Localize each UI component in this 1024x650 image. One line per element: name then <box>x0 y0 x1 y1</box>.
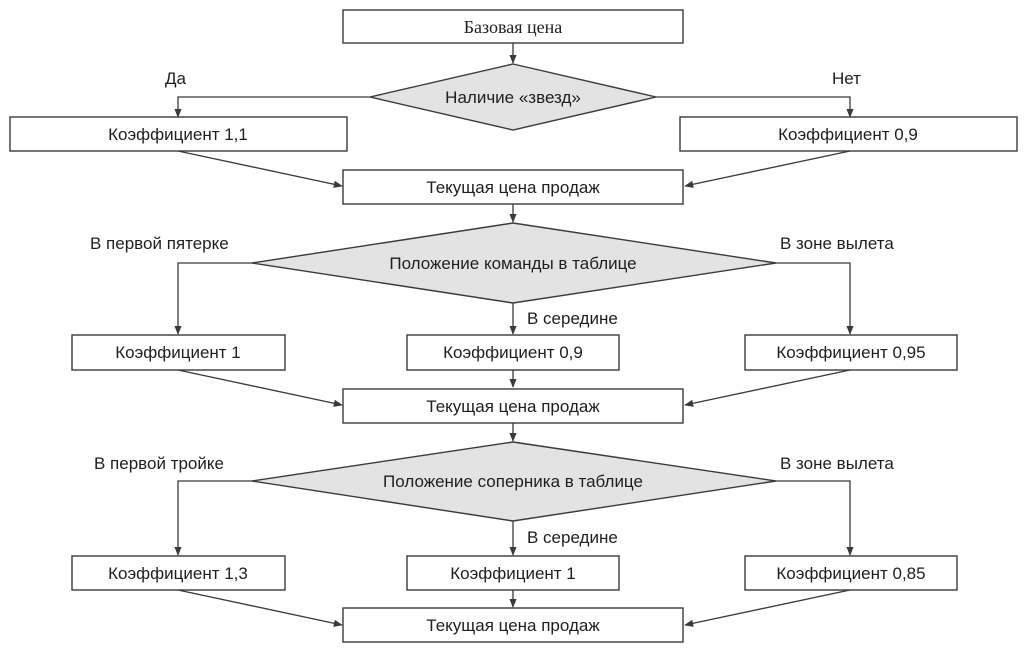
edge-team-relegation <box>776 262 854 335</box>
label-relegation-rival: В зоне вылета <box>780 454 894 473</box>
node-current-price-2-box <box>342 388 684 424</box>
node-coef-relegation-rival-box <box>744 555 958 591</box>
decision-team-position-shape <box>251 222 777 304</box>
label-top5: В первой пятерке <box>90 234 229 253</box>
decision-team-position: Положение команды в таблице <box>389 254 636 273</box>
edge-top3-to-price3 <box>177 589 343 627</box>
label-yes: Да <box>165 69 187 88</box>
node-coef-mid-rival-box <box>406 555 620 591</box>
label-top3: В первой тройке <box>94 454 224 473</box>
node-base-price-box <box>342 9 684 44</box>
label-no: Нет <box>832 69 861 88</box>
edge-team-top5 <box>174 262 252 335</box>
node-current-price-1: Текущая цена продаж <box>426 178 600 197</box>
node-coef-no-box <box>679 116 1018 152</box>
label-mid-team: В середине <box>527 309 618 328</box>
edge-no-to-price1 <box>684 150 851 188</box>
node-coef-top3-box <box>71 555 286 591</box>
node-coef-no: Коэффициент 0,9 <box>778 125 918 144</box>
node-coef-mid-team-box <box>406 334 620 371</box>
node-current-price-3: Текущая цена продаж <box>426 616 600 635</box>
decision-rival-position: Положение соперника в таблице <box>383 472 643 491</box>
edge-stars-no <box>656 96 854 118</box>
node-coef-yes-box <box>9 116 348 152</box>
edges <box>174 43 854 627</box>
node-coef-mid-team: Коэффициент 0,9 <box>443 343 583 362</box>
edge-stars-yes <box>174 96 370 118</box>
node-coef-top5-box <box>71 334 286 371</box>
node-current-price-3-box <box>342 607 684 643</box>
node-coef-top3: Коэффициент 1,3 <box>108 564 248 583</box>
decision-rival-position-shape <box>251 441 777 522</box>
label-mid-rival: В середине <box>527 528 618 547</box>
edge-top5-to-price2 <box>177 369 343 407</box>
node-coef-top5: Коэффициент 1 <box>115 343 241 362</box>
node-base-price: Базовая цена <box>464 17 563 37</box>
edge-rival-relegation <box>776 480 854 556</box>
node-coef-yes: Коэффициент 1,1 <box>108 125 248 144</box>
node-coef-relegation-rival: Коэффициент 0,85 <box>776 564 925 583</box>
node-coef-relegation-team-box <box>744 334 958 371</box>
node-current-price-1-box <box>342 169 684 205</box>
label-relegation-team: В зоне вылета <box>780 234 894 253</box>
node-current-price-2: Текущая цена продаж <box>426 397 600 416</box>
edge-rel-to-price2 <box>684 369 851 407</box>
edge-rival-top3 <box>174 480 252 556</box>
decision-stars-shape <box>369 63 657 131</box>
edge-yes-to-price1 <box>177 150 343 188</box>
node-coef-relegation-team: Коэффициент 0,95 <box>776 343 925 362</box>
decision-stars: Наличие «звезд» <box>445 88 581 107</box>
edge-relr-to-price3 <box>684 589 851 627</box>
node-coef-mid-rival: Коэффициент 1 <box>450 564 576 583</box>
